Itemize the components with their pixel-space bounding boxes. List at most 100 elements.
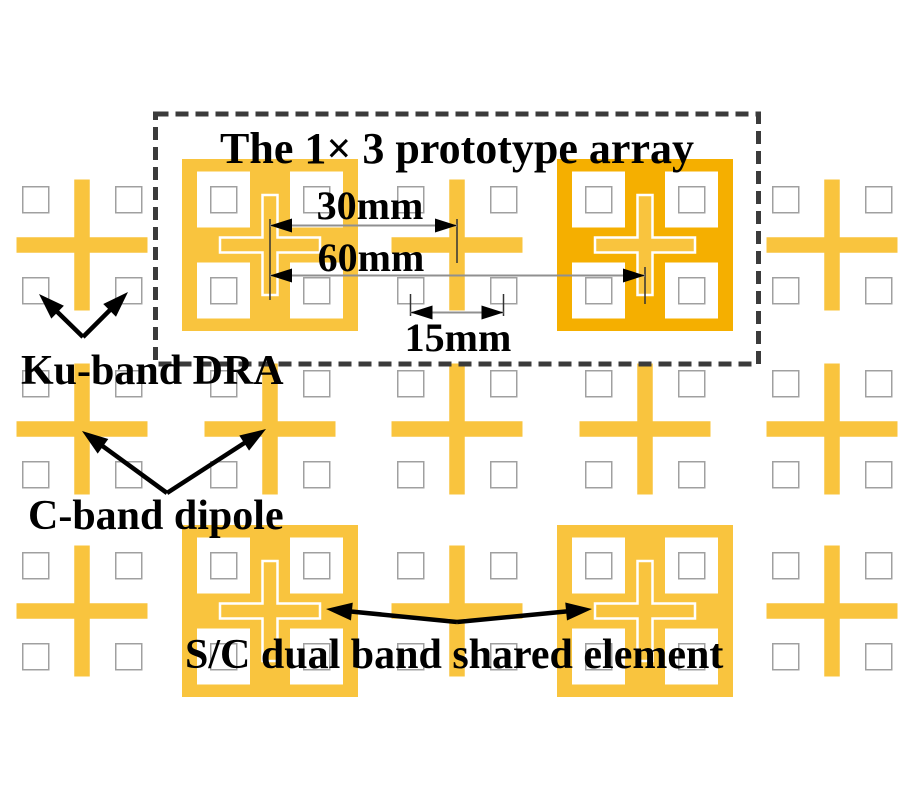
- ku-band-dra-square: [771, 369, 800, 398]
- ku-band-dra-square: [677, 369, 706, 398]
- c-band-dipole-cross: [16, 179, 148, 311]
- c-band-dipole-cross: [766, 179, 898, 311]
- ku-band-dra-square: [771, 551, 800, 580]
- c-band-dipole-cross: [579, 363, 711, 495]
- ku-band-dra-square: [396, 642, 425, 671]
- prototype-array-title: The 1× 3 prototype array: [220, 124, 694, 173]
- c-band-arrow-shaft: [96, 440, 169, 495]
- ku-band-dra-square: [489, 369, 518, 398]
- c-band-arrow-head: [239, 429, 266, 451]
- ku-band-dra-square: [209, 185, 238, 214]
- ku-band-dra-square: [302, 369, 331, 398]
- ku-band-dra-square: [771, 185, 800, 214]
- ku-band-dra-square: [489, 460, 518, 489]
- c-band-dipole-cross: [16, 363, 148, 495]
- ku-band-dra-square: [489, 642, 518, 671]
- ku-band-dra-square: [396, 551, 425, 580]
- dimension-label-15mm: 15mm: [405, 315, 512, 360]
- c-band-dipole-label: C-band dipole: [28, 493, 284, 539]
- ku-band-dra-square: [302, 642, 331, 671]
- ku-band-dra-square: [21, 185, 50, 214]
- ku-band-dra-square: [21, 369, 50, 398]
- ku-band-dra-square: [771, 460, 800, 489]
- ku-band-dra-square: [209, 276, 238, 305]
- c-band-dipole-cross: [391, 363, 523, 495]
- ku-band-arrow-head: [103, 292, 128, 317]
- ku-band-dra-square: [584, 185, 613, 214]
- ku-band-dra-square: [677, 460, 706, 489]
- sc-band-arrow-shaft: [345, 608, 458, 625]
- c-band-dipole-cross: [766, 545, 898, 677]
- sc-band-arrow-head: [326, 602, 353, 621]
- ku-band-dra-square: [864, 369, 893, 398]
- ku-band-dra-square: [584, 460, 613, 489]
- ku-band-dra-square: [396, 185, 425, 214]
- ku-band-dra-square: [396, 460, 425, 489]
- ku-band-dra-square: [584, 551, 613, 580]
- dipole-crosses-layer: [16, 179, 898, 677]
- ku-band-dra-square: [114, 369, 143, 398]
- ku-band-dra-square: [677, 642, 706, 671]
- dimension-arrowhead: [270, 218, 292, 233]
- ku-band-dra-square: [584, 642, 613, 671]
- ku-band-dra-square: [771, 276, 800, 305]
- ku-band-dra-square: [302, 185, 331, 214]
- ku-band-dra-square: [209, 369, 238, 398]
- ku-band-dra-square: [864, 551, 893, 580]
- dimension-layer: [269, 218, 646, 320]
- ku-band-dra-square: [864, 642, 893, 671]
- c-band-dipole-cross: [391, 545, 523, 677]
- annotation-arrows-layer: [39, 292, 592, 625]
- ku-band-dra-square: [21, 642, 50, 671]
- ku-band-arrow-shaft: [51, 306, 85, 339]
- sc-band-arrow-shaft: [456, 608, 573, 625]
- ku-band-dra-square: [21, 460, 50, 489]
- ku-band-dra-square: [489, 551, 518, 580]
- ku-band-dra-square: [114, 642, 143, 671]
- dimension-arrowhead: [410, 305, 433, 320]
- ku-band-dra-square: [114, 185, 143, 214]
- c-band-dipole-cross: [204, 363, 336, 495]
- ku-band-arrow-head: [39, 294, 64, 319]
- ku-band-dra-square: [677, 276, 706, 305]
- ku-band-dra-square: [396, 369, 425, 398]
- ku-band-arrow-shaft: [81, 304, 116, 339]
- c-band-dipole-cross: [16, 545, 148, 677]
- sc-band-arrow-head: [565, 602, 592, 621]
- ku-band-dra-square: [489, 185, 518, 214]
- ku-band-dra-square: [114, 276, 143, 305]
- ku-band-dra-square: [771, 642, 800, 671]
- ku-band-dra-square: [114, 551, 143, 580]
- ku-band-dra-square: [677, 551, 706, 580]
- dra-squares-layer: [21, 185, 893, 671]
- c-band-arrow-head: [82, 431, 109, 454]
- ku-band-dra-square: [209, 642, 238, 671]
- shared-element-inner-cross: [218, 559, 322, 663]
- ku-band-dra-label: Ku-band DRA: [21, 348, 284, 394]
- ku-band-dra-square: [302, 551, 331, 580]
- dimension-arrowhead: [481, 305, 504, 320]
- ku-band-dra-square: [302, 276, 331, 305]
- ku-band-dra-square: [864, 185, 893, 214]
- ku-band-dra-square: [209, 551, 238, 580]
- c-band-dipole-cross: [766, 363, 898, 495]
- dimension-arrowhead: [435, 218, 457, 233]
- dimension-arrowhead: [623, 268, 645, 283]
- ku-band-dra-square: [21, 551, 50, 580]
- shared-element-inner-cross: [593, 559, 697, 663]
- dimension-label-60mm: 60mm: [318, 235, 425, 280]
- shared-element-inner-cross: [593, 193, 697, 297]
- dimension-label-30mm: 30mm: [317, 183, 424, 228]
- ku-band-dra-square: [302, 460, 331, 489]
- c-band-arrow-shaft: [165, 437, 251, 495]
- prototype-array-dashed-box: [153, 111, 761, 367]
- dimension-arrowhead: [270, 268, 292, 283]
- ku-band-dra-square: [209, 460, 238, 489]
- ku-band-dra-square: [864, 460, 893, 489]
- ku-band-dra-square: [584, 276, 613, 305]
- ku-band-dra-square: [584, 369, 613, 398]
- ku-band-dra-square: [864, 276, 893, 305]
- sc-dual-band-label: S/C dual band shared element: [185, 632, 723, 678]
